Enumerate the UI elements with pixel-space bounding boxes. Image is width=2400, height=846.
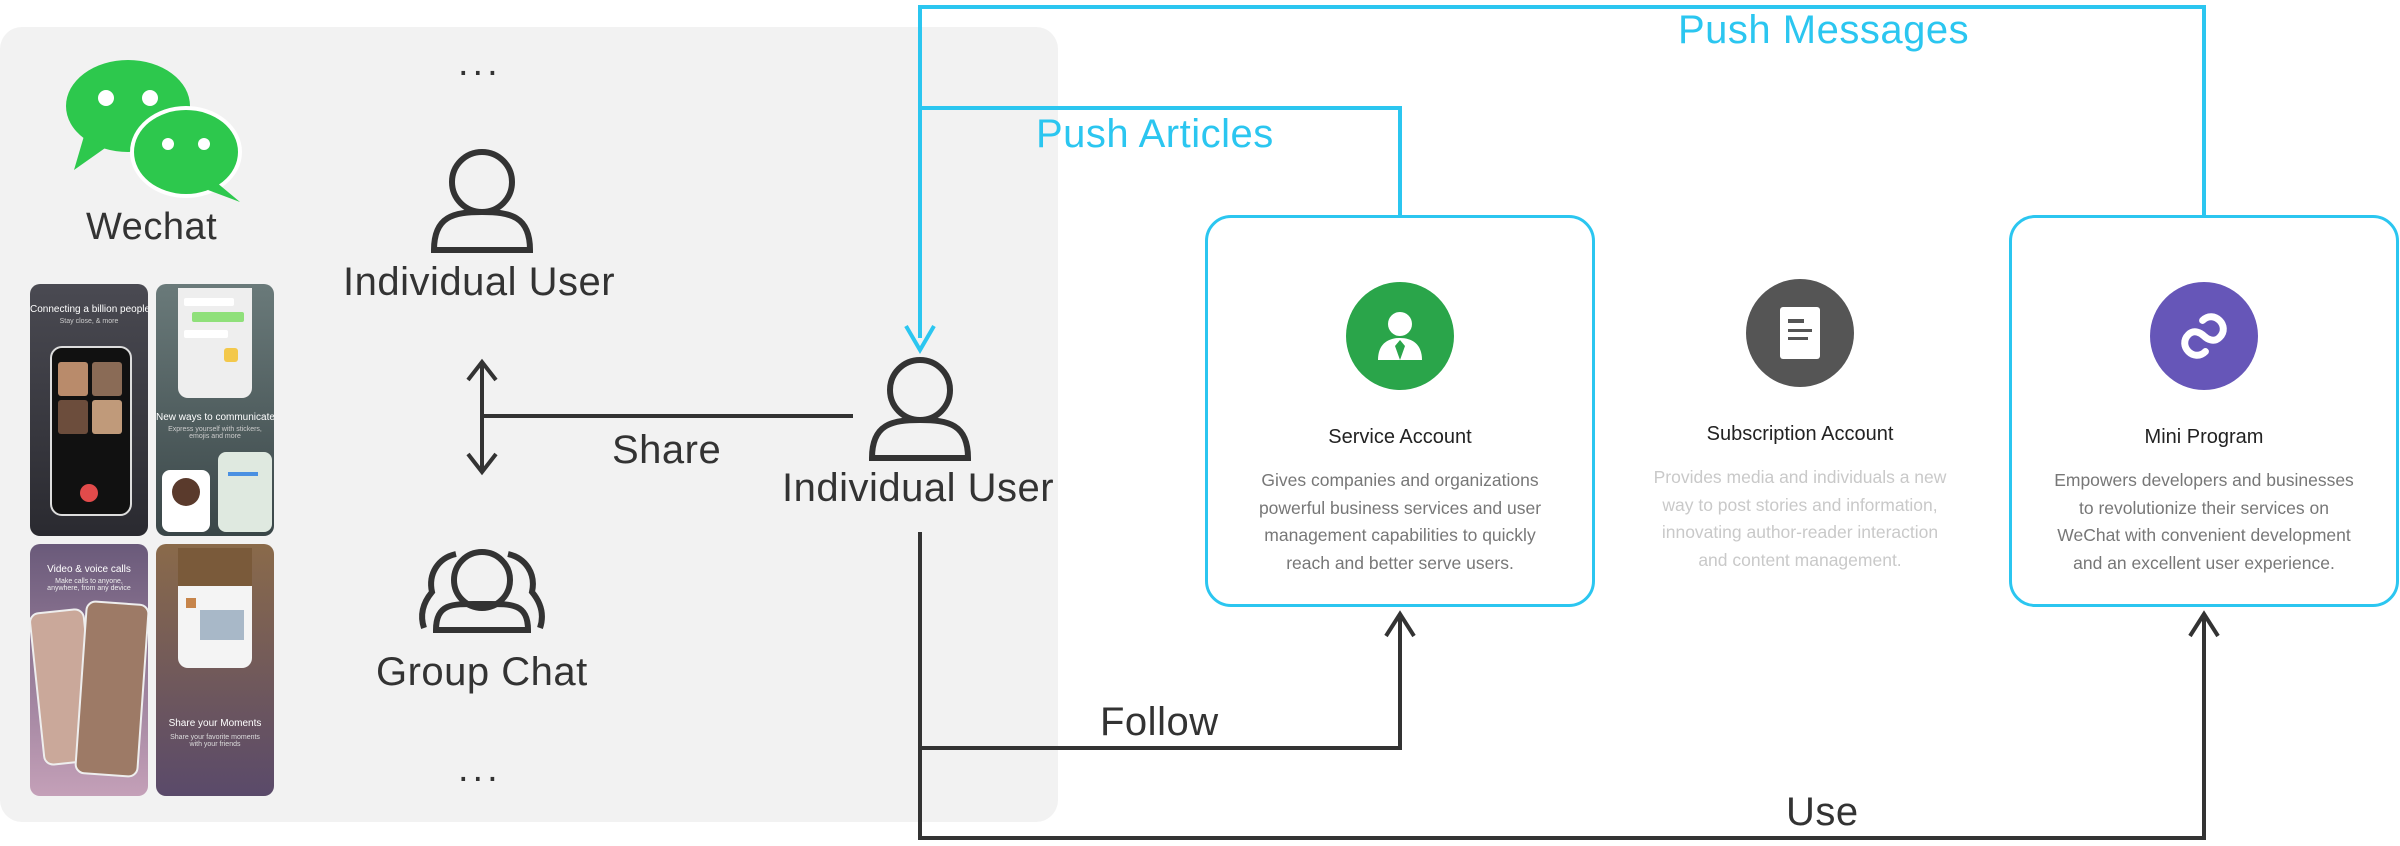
push-arrowhead bbox=[904, 324, 936, 354]
screenshot-caption: New ways to communicate bbox=[156, 412, 274, 423]
card-title: Service Account bbox=[1328, 426, 1472, 448]
service-account-card[interactable]: Service Account Gives companies and orga… bbox=[1205, 215, 1595, 607]
document-icon bbox=[1746, 279, 1854, 387]
top-user-label: Individual User bbox=[343, 260, 616, 304]
screenshot-tile: Video & voice calls Make calls to anyone… bbox=[30, 544, 148, 796]
push-messages-label: Push Messages bbox=[1678, 8, 1970, 52]
person-tie-icon bbox=[1346, 282, 1454, 390]
screenshot-caption: Share your Moments bbox=[168, 718, 262, 729]
follow-line bbox=[918, 532, 1402, 750]
screenshot-subcaption: Share your favorite moments with your fr… bbox=[170, 734, 260, 748]
center-user-icon bbox=[868, 357, 972, 461]
group-chat-label: Group Chat bbox=[376, 650, 588, 694]
wechat-app-name: Wechat bbox=[86, 206, 218, 248]
use-arrowhead bbox=[2188, 610, 2220, 638]
card-description: Provides media and individuals a new way… bbox=[1653, 467, 1947, 570]
card-title: Mini Program bbox=[2144, 426, 2264, 448]
screenshot-tile: Connecting a billion people Stay close, … bbox=[30, 284, 148, 536]
subscription-account-card[interactable]: Subscription Account Provides media and … bbox=[1605, 215, 1995, 607]
share-label: Share bbox=[612, 428, 722, 472]
more-users-top: ... bbox=[458, 42, 502, 84]
wechat-logo-icon bbox=[66, 60, 242, 202]
mini-program-link-icon bbox=[2150, 282, 2258, 390]
push-articles-label: Push Articles bbox=[1036, 112, 1274, 156]
individual-user-icon bbox=[430, 149, 534, 253]
card-description: Empowers developers and businesses to re… bbox=[2054, 470, 2354, 573]
mini-program-card[interactable]: Mini Program Empowers developers and bus… bbox=[2009, 215, 2399, 607]
use-line bbox=[918, 618, 2206, 840]
push-articles-line bbox=[920, 106, 1402, 215]
more-users-bottom: ... bbox=[458, 748, 502, 790]
screenshot-caption: Connecting a billion people bbox=[30, 304, 148, 315]
screenshot-subcaption: Make calls to anyone, anywhere, from any… bbox=[47, 578, 131, 592]
screenshot-tile: New ways to communicate Express yourself… bbox=[156, 284, 274, 536]
group-chat-icon bbox=[419, 549, 545, 633]
card-description: Gives companies and organizations powerf… bbox=[1258, 470, 1542, 573]
follow-label: Follow bbox=[1100, 700, 1219, 744]
screenshot-subcaption: Stay close, & more bbox=[59, 318, 119, 325]
push-messages-line bbox=[918, 5, 2206, 338]
screenshot-subcaption: Express yourself with stickers, emojis a… bbox=[168, 426, 262, 440]
card-title: Subscription Account bbox=[1706, 423, 1894, 445]
follow-arrowhead bbox=[1384, 610, 1416, 638]
screenshot-tile: Share your Moments Share your favorite m… bbox=[156, 544, 274, 796]
screenshot-caption: Video & voice calls bbox=[47, 564, 131, 575]
use-label: Use bbox=[1786, 790, 1859, 834]
center-user-label: Individual User bbox=[782, 466, 1055, 510]
